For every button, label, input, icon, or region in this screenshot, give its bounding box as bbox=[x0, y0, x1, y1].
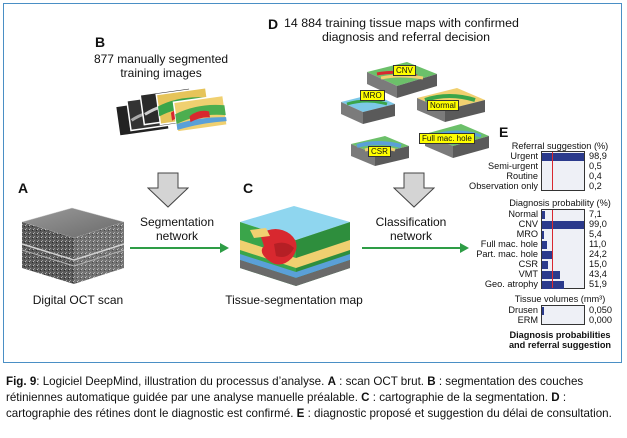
down-arrow-b-icon bbox=[147, 172, 189, 208]
volume-bars bbox=[541, 305, 585, 325]
diagnosis-row-value: 11,0 bbox=[589, 239, 607, 249]
diagnosis-bar bbox=[542, 241, 547, 249]
volume-title: Tissue volumes (mm³) bbox=[514, 294, 606, 304]
panel-d-title: 14 884 training tissue maps with confirm… bbox=[284, 16, 554, 44]
panel-e-footer-line2: and referral suggestion bbox=[508, 340, 612, 350]
volume-row-value: 0,000 bbox=[589, 315, 612, 325]
diagnosis-bar bbox=[542, 221, 584, 229]
referral-row-label: Urgent bbox=[510, 151, 538, 161]
tag-full-mac-hole: Full mac. hole bbox=[419, 133, 475, 144]
caption-part-9: E bbox=[296, 407, 305, 420]
panel-e-footer-line1: Diagnosis probabilities bbox=[509, 330, 611, 340]
label-c: C bbox=[243, 180, 254, 196]
diagnosis-bar bbox=[542, 271, 560, 279]
referral-bar bbox=[542, 153, 584, 161]
referral-row-value: 98,9 bbox=[589, 151, 607, 161]
label-d: D bbox=[268, 16, 279, 32]
panel-e-footer: Diagnosis probabilities and referral sug… bbox=[498, 330, 622, 350]
figure-caption: Fig. 9: Logiciel DeepMind, illustration … bbox=[6, 374, 620, 422]
referral-threshold-line bbox=[552, 152, 553, 190]
tag-csr: CSR bbox=[368, 146, 391, 157]
referral-row-label: Semi-urgent bbox=[487, 161, 538, 171]
diagnosis-bar bbox=[542, 251, 552, 259]
panel-c-caption: Tissue-segmentation map bbox=[225, 293, 363, 307]
tissue-segmentation-map bbox=[240, 206, 350, 286]
down-arrow-d-icon bbox=[393, 172, 435, 208]
caption-part-0: : Logiciel DeepMind, illustration du pro… bbox=[36, 375, 328, 388]
diagnosis-row-value: 51,9 bbox=[589, 279, 607, 289]
classification-label-line1: Classification bbox=[375, 215, 447, 229]
panel-b-title-line2: training images bbox=[120, 66, 202, 80]
diagnosis-row-label: Geo. atrophy bbox=[484, 279, 538, 289]
diagnosis-bar bbox=[542, 211, 545, 219]
referral-row-value: 0,5 bbox=[589, 161, 602, 171]
referral-row-label: Routine bbox=[506, 171, 538, 181]
diagnosis-threshold-line bbox=[552, 210, 553, 288]
caption-part-3: B bbox=[427, 375, 436, 388]
label-b: B bbox=[95, 34, 106, 50]
tag-normal: Normal bbox=[427, 100, 459, 111]
diagnosis-row-label: CSR bbox=[518, 259, 538, 269]
referral-row-label: Observation only bbox=[469, 181, 538, 191]
diagnosis-row-value: 5,4 bbox=[589, 229, 602, 239]
caption-part-2: : scan OCT brut. bbox=[335, 375, 428, 388]
referral-row-value: 0,4 bbox=[589, 171, 602, 181]
segmentation-label: Segmentation network bbox=[127, 215, 227, 243]
diagnosis-row-label: VMT bbox=[518, 269, 538, 279]
classification-label-line2: network bbox=[389, 229, 433, 243]
caption-part-1: A bbox=[327, 375, 336, 388]
referral-title: Referral suggestion (%) bbox=[511, 141, 609, 151]
segmentation-label-line2: network bbox=[155, 229, 199, 243]
panel-b-title: 877 manually segmented training images bbox=[86, 52, 236, 80]
segmentation-label-line1: Segmentation bbox=[139, 215, 215, 229]
diagnosis-row-label: MRO bbox=[516, 229, 538, 239]
panel-d-title-line2: diagnosis and referral decision bbox=[322, 30, 491, 44]
referral-row-value: 0,2 bbox=[589, 181, 602, 191]
figure-frame: A B C D E 877 manually segmented trainin… bbox=[3, 3, 622, 363]
tag-cnv: CNV bbox=[393, 65, 416, 76]
diagnosis-row-label: CNV bbox=[518, 219, 538, 229]
caption-part-7: D bbox=[551, 391, 560, 404]
tag-mro: MRO bbox=[360, 90, 385, 101]
diagnosis-row-value: 99,0 bbox=[589, 219, 607, 229]
diagnosis-bar bbox=[542, 261, 548, 269]
diagnosis-row-value: 24,2 bbox=[589, 249, 607, 259]
panel-d-title-line1: 14 884 training tissue maps with confirm… bbox=[284, 16, 519, 30]
volume-row-label: Drusen bbox=[508, 305, 538, 315]
diagnosis-title: Diagnosis probability (%) bbox=[509, 198, 611, 208]
diagnosis-row-value: 43,4 bbox=[589, 269, 607, 279]
caption-part-5: C bbox=[361, 391, 370, 404]
diagnosis-row-label: Full mac. hole bbox=[480, 239, 538, 249]
training-images-stack bbox=[114, 86, 229, 137]
volume-row-label: ERM bbox=[517, 315, 538, 325]
diagnosis-bar bbox=[542, 231, 544, 239]
caption-part-8: : cartographie des rétines dont le diagn… bbox=[6, 391, 567, 420]
volume-bar bbox=[542, 307, 544, 315]
diagnosis-bars bbox=[541, 209, 585, 289]
referral-bars bbox=[541, 151, 585, 191]
classification-label: Classification network bbox=[361, 215, 461, 243]
diagnosis-row-value: 15,0 bbox=[589, 259, 607, 269]
oct-scan-volume bbox=[21, 207, 125, 284]
diagnosis-bar bbox=[542, 281, 564, 289]
label-a: A bbox=[18, 180, 29, 196]
segmentation-arrow-icon bbox=[130, 243, 229, 253]
training-tissue-maps bbox=[341, 62, 489, 166]
diagnosis-row-label: Part. mac. hole bbox=[476, 249, 538, 259]
caption-part-10: : diagnostic proposé et suggestion du dé… bbox=[304, 407, 612, 420]
classification-arrow-icon bbox=[362, 243, 469, 253]
label-e: E bbox=[499, 124, 509, 140]
diagnosis-row-value: 7,1 bbox=[589, 209, 602, 219]
volume-row-value: 0,050 bbox=[589, 305, 612, 315]
caption-part-4: : segmentation des couches rétiniennes a… bbox=[6, 375, 584, 404]
caption-fig: Fig. 9 bbox=[6, 375, 37, 388]
diagnosis-row-label: Normal bbox=[508, 209, 538, 219]
caption-part-6: : cartographie de la segmentation. bbox=[369, 391, 552, 404]
panel-a-caption: Digital OCT scan bbox=[32, 293, 124, 307]
panel-b-title-line1: 877 manually segmented bbox=[93, 52, 229, 66]
